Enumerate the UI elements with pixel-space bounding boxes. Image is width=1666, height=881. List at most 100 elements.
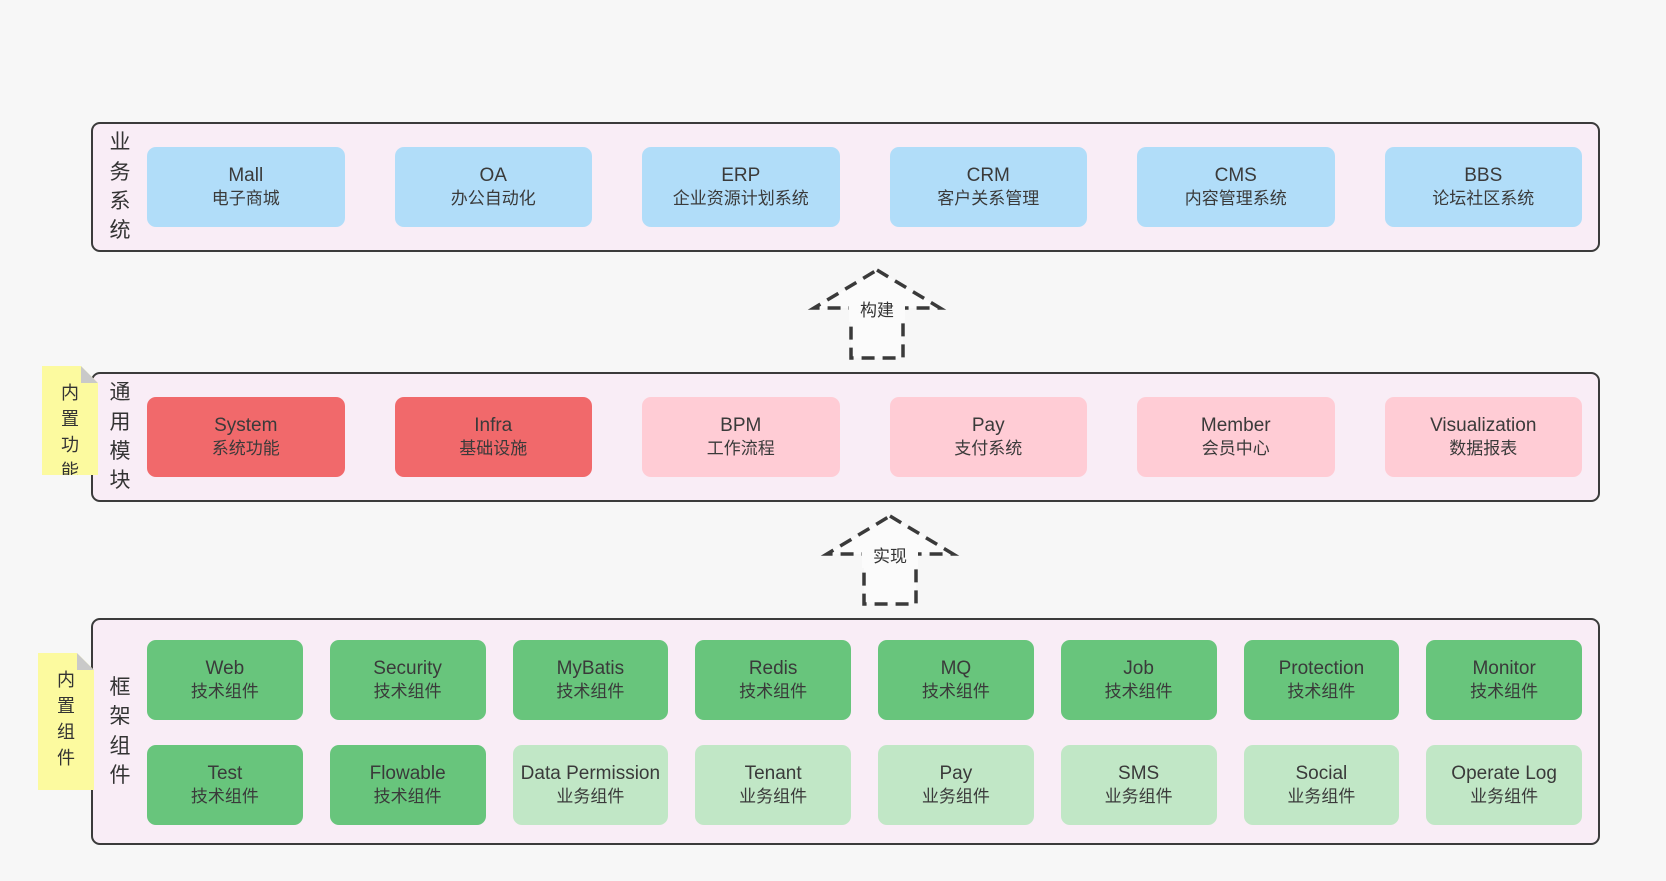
box-cms-desc: 内容管理系统: [1184, 189, 1287, 209]
box-system-desc: 系统功能: [211, 439, 280, 459]
box-sms-desc: 业务组件: [1104, 787, 1173, 807]
box-mall-name: Mall: [228, 164, 264, 186]
box-protection-name: Protection: [1278, 657, 1365, 679]
box-system: System 系统功能: [147, 397, 345, 477]
box-security-name: Security: [373, 657, 442, 679]
box-social-desc: 业务组件: [1287, 787, 1356, 807]
box-visualization-name: Visualization: [1430, 414, 1537, 436]
box-bpm-name: BPM: [720, 414, 762, 436]
box-member-desc: 会员中心: [1201, 439, 1270, 459]
framework-components-grid: Web 技术组件 Security 技术组件 MyBatis 技术组件 Redi…: [147, 620, 1598, 843]
builtin-features-note-text: 内置功能: [61, 383, 79, 482]
business-systems-layer: 业务系统 Mall 电子商城 OA 办公自动化 ERP 企业资源计划系统 CRM…: [91, 122, 1600, 252]
build-arrow-label: 构建: [860, 301, 894, 320]
box-web-name: Web: [205, 657, 245, 679]
box-erp-name: ERP: [721, 164, 761, 186]
box-security-desc: 技术组件: [373, 682, 442, 702]
box-erp-desc: 企业资源计划系统: [672, 189, 809, 209]
box-monitor-desc: 技术组件: [1470, 682, 1539, 702]
box-monitor: Monitor 技术组件: [1426, 640, 1582, 720]
box-pay-module-name: Pay: [971, 414, 1005, 436]
box-mybatis: MyBatis 技术组件: [512, 640, 669, 720]
common-modules-title: 通用模块: [109, 381, 131, 493]
business-systems-title: 业务系统: [109, 131, 131, 243]
implement-arrow-icon: 实现: [820, 513, 960, 606]
box-member-name: Member: [1200, 414, 1271, 436]
box-cms: CMS 内容管理系统: [1137, 147, 1335, 227]
box-job: Job 技术组件: [1060, 640, 1217, 720]
box-mall: Mall 电子商城: [147, 147, 345, 227]
box-mq-name: MQ: [940, 657, 972, 679]
box-flowable: Flowable 技术组件: [329, 745, 486, 825]
box-mq-desc: 技术组件: [921, 682, 990, 702]
box-visualization: Visualization 数据报表: [1384, 397, 1582, 477]
build-arrow-icon: 构建: [807, 267, 947, 360]
box-infra-desc: 基础设施: [459, 439, 528, 459]
box-pay-module: Pay 支付系统: [889, 397, 1087, 477]
build-arrow-label-bg: [849, 296, 905, 322]
box-crm: CRM 客户关系管理: [889, 147, 1087, 227]
framework-components-title: 框架组件: [109, 675, 131, 787]
business-systems-label-column: 业务系统: [93, 124, 147, 250]
box-bbs-name: BBS: [1464, 164, 1503, 186]
builtin-components-note: 内置组件: [38, 653, 94, 790]
box-visualization-desc: 数据报表: [1449, 439, 1518, 459]
box-pay-module-desc: 支付系统: [954, 439, 1023, 459]
business-systems-boxes: Mall 电子商城 OA 办公自动化 ERP 企业资源计划系统 CRM 客户关系…: [147, 124, 1598, 250]
box-bpm-desc: 工作流程: [706, 439, 775, 459]
framework-components-label-column: 框架组件: [93, 620, 147, 843]
box-mall-desc: 电子商城: [211, 189, 280, 209]
box-flowable-desc: 技术组件: [373, 787, 442, 807]
common-modules-boxes: System 系统功能 Infra 基础设施 BPM 工作流程 Pay 支付系统…: [147, 374, 1598, 500]
box-redis-desc: 技术组件: [739, 682, 808, 702]
box-infra: Infra 基础设施: [394, 397, 592, 477]
builtin-features-note: 内置功能: [42, 366, 98, 475]
box-tenant-name: Tenant: [744, 762, 802, 784]
box-system-name: System: [214, 414, 278, 436]
box-operate-log-desc: 业务组件: [1470, 787, 1539, 807]
box-oa-desc: 办公自动化: [450, 189, 536, 209]
common-modules-label-column: 通用模块: [93, 374, 147, 500]
box-tenant-desc: 业务组件: [739, 787, 808, 807]
box-sms-name: SMS: [1118, 762, 1160, 784]
box-infra-name: Infra: [474, 414, 513, 436]
box-operate-log: Operate Log 业务组件: [1426, 745, 1582, 825]
builtin-components-note-text: 内置组件: [57, 670, 75, 769]
implement-arrow-label-bg: [862, 542, 918, 568]
box-protection: Protection 技术组件: [1243, 640, 1400, 720]
box-data-permission: Data Permission 业务组件: [512, 745, 669, 825]
box-web: Web 技术组件: [147, 640, 303, 720]
box-monitor-name: Monitor: [1472, 657, 1536, 679]
box-protection-desc: 技术组件: [1287, 682, 1356, 702]
box-operate-log-name: Operate Log: [1451, 762, 1557, 784]
box-security: Security 技术组件: [329, 640, 486, 720]
box-tenant: Tenant 业务组件: [695, 745, 851, 825]
implement-arrow-label: 实现: [873, 547, 907, 566]
framework-components-layer: 框架组件 Web 技术组件 Security 技术组件 MyBatis 技术组件…: [91, 618, 1600, 845]
common-modules-layer: 通用模块 System 系统功能 Infra 基础设施 BPM 工作流程 Pay…: [91, 372, 1600, 502]
box-mybatis-desc: 技术组件: [556, 682, 625, 702]
box-pay-component-desc: 业务组件: [921, 787, 990, 807]
box-oa: OA 办公自动化: [394, 147, 592, 227]
box-social-name: Social: [1295, 762, 1348, 784]
box-test-name: Test: [207, 762, 243, 784]
box-job-name: Job: [1123, 657, 1154, 679]
box-crm-name: CRM: [966, 164, 1010, 186]
box-social: Social 业务组件: [1243, 745, 1400, 825]
box-mybatis-name: MyBatis: [556, 657, 625, 679]
box-erp: ERP 企业资源计划系统: [642, 147, 840, 227]
box-mq: MQ 技术组件: [878, 640, 1034, 720]
box-job-desc: 技术组件: [1104, 682, 1173, 702]
box-redis-name: Redis: [748, 657, 798, 679]
box-redis: Redis 技术组件: [695, 640, 851, 720]
box-data-permission-name: Data Permission: [520, 762, 661, 784]
box-flowable-name: Flowable: [369, 762, 446, 784]
box-test-desc: 技术组件: [190, 787, 259, 807]
box-bpm: BPM 工作流程: [642, 397, 840, 477]
box-member: Member 会员中心: [1137, 397, 1335, 477]
box-pay-component-name: Pay: [939, 762, 973, 784]
box-web-desc: 技术组件: [190, 682, 259, 702]
box-bbs-desc: 论坛社区系统: [1432, 189, 1535, 209]
box-test: Test 技术组件: [147, 745, 303, 825]
